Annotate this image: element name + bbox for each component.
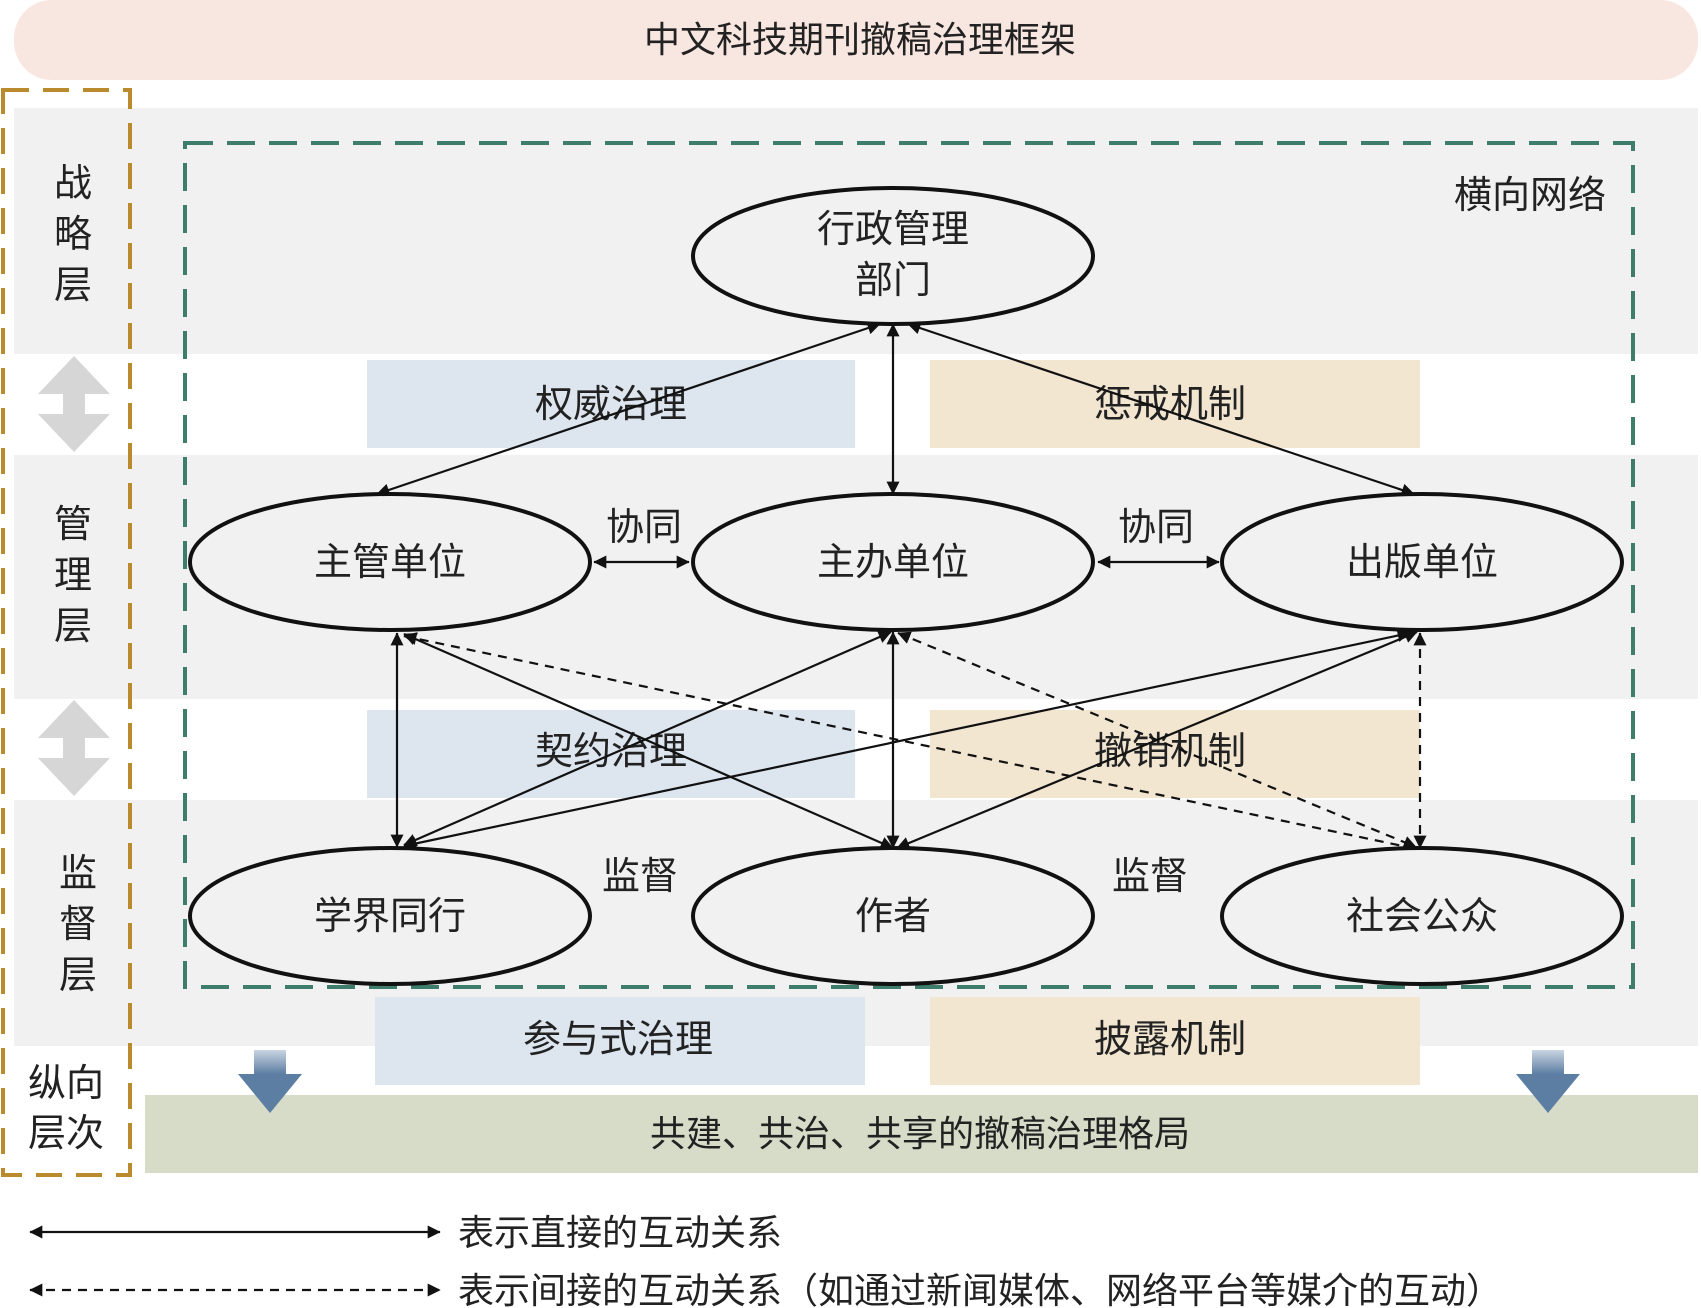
node-academic-peers <box>188 846 592 986</box>
node-admin <box>691 186 1095 326</box>
vertical-layer-label-1: 纵向 <box>28 1061 104 1105</box>
cooperation-label-left: 协同 <box>606 505 682 549</box>
legend-direct-label: 表示直接的互动关系 <box>458 1213 782 1254</box>
authority-governance-label: 权威治理 <box>535 382 687 426</box>
node-publisher-unit-label: 出版单位 <box>1346 540 1498 584</box>
disclosure-mechanism-label: 披露机制 <box>1094 1017 1246 1061</box>
node-authors <box>691 846 1095 986</box>
participatory-governance-label: 参与式治理 <box>523 1017 713 1061</box>
edge-sponsor-public-indirect <box>897 631 1417 849</box>
edge-admin-publisher <box>907 321 1415 497</box>
supervision-layer-char-1: 监 <box>59 851 97 895</box>
supervision-layer-char-3: 层 <box>59 953 97 997</box>
title-banner <box>14 0 1698 80</box>
strategy-layer-char-1: 战 <box>54 161 92 205</box>
node-academic-peers-label: 学界同行 <box>314 894 466 938</box>
management-layer-char-2: 理 <box>54 553 92 597</box>
bottom-banner-text: 共建、共治、共享的撤稿治理格局 <box>650 1114 1190 1155</box>
contract-governance-label: 契约治理 <box>535 729 687 773</box>
disclosure-mechanism-band <box>930 997 1420 1085</box>
down-arrow-icon <box>238 1050 302 1113</box>
double-arrow-icon <box>38 356 110 452</box>
bottom-banner <box>145 1095 1698 1173</box>
node-publisher-unit <box>1220 492 1624 632</box>
node-admin-label-2: 部门 <box>855 258 931 302</box>
node-public-label: 社会公众 <box>1346 894 1498 938</box>
cooperation-label-right: 协同 <box>1118 505 1194 549</box>
node-competent-unit-label: 主管单位 <box>314 540 466 584</box>
supervision-label-left: 监督 <box>602 854 678 898</box>
management-layer-char-3: 层 <box>54 604 92 648</box>
node-sponsor-unit-label: 主办单位 <box>817 540 969 584</box>
vertical-layer-label-2: 层次 <box>28 1111 104 1155</box>
management-layer-char-1: 管 <box>54 502 92 546</box>
node-competent-unit <box>188 492 592 632</box>
horizontal-network-label: 横向网络 <box>1454 173 1606 217</box>
node-sponsor-unit <box>691 492 1095 632</box>
node-authors-label: 作者 <box>855 894 931 938</box>
node-public <box>1220 846 1624 986</box>
strategy-layer-char-3: 层 <box>54 263 92 307</box>
supervision-label-right: 监督 <box>1112 854 1188 898</box>
punishment-mechanism-label: 惩戒机制 <box>1094 382 1246 426</box>
strategy-layer-char-2: 略 <box>54 212 92 256</box>
vertical-layer-frame <box>1 88 132 1177</box>
diagram-title: 中文科技期刊撤稿治理框架 <box>644 20 1076 61</box>
legend-indirect-label: 表示间接的互动关系（如通过新闻媒体、网络平台等媒介的互动） <box>458 1271 1502 1308</box>
double-arrow-icon <box>38 700 110 796</box>
supervision-layer-char-2: 督 <box>59 902 97 946</box>
edge-admin-competent <box>376 321 881 497</box>
horizontal-network-frame <box>183 141 1635 989</box>
node-admin-label-1: 行政管理 <box>817 207 969 251</box>
participatory-governance-band <box>375 997 865 1085</box>
down-arrow-icon <box>1516 1050 1580 1113</box>
